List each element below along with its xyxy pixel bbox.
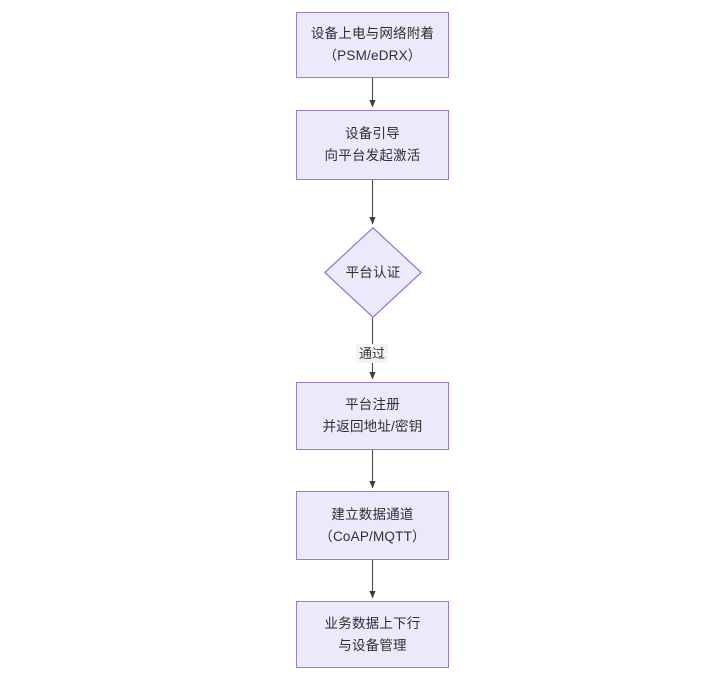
node-text-line: 与设备管理 <box>338 637 407 653</box>
node-text-line: 设备引导 <box>345 126 400 141</box>
node-text-line: 向平台发起激活 <box>324 148 421 163</box>
device-bootstrap-node[interactable]: 设备引导 向平台发起激活 <box>296 110 449 180</box>
platform-authentication-decision[interactable]: 平台认证 <box>324 227 422 318</box>
data-channel-node[interactable]: 建立数据通道 （CoAP/MQTT） <box>296 491 449 560</box>
edge-label-pass: 通过 <box>355 344 389 363</box>
node-text-line: 业务数据上下行 <box>324 615 421 631</box>
diamond-shape <box>324 227 422 318</box>
device-power-on-node[interactable]: 设备上电与网络附着 （PSM/eDRX） <box>296 12 449 78</box>
platform-registration-node[interactable]: 平台注册 并返回地址/密钥 <box>296 382 449 450</box>
node-text-line: 平台注册 <box>345 397 400 412</box>
node-text-line: 平台认证 <box>345 264 401 280</box>
node-text-line: （CoAP/MQTT） <box>319 528 426 544</box>
node-text-line: 建立数据通道 <box>331 506 414 522</box>
node-text-line: 并返回地址/密钥 <box>322 419 423 434</box>
service-data-node[interactable]: 业务数据上下行 与设备管理 <box>296 601 449 668</box>
node-text-line: （PSM/eDRX） <box>323 48 422 63</box>
node-text-line: 设备上电与网络附着 <box>310 26 435 41</box>
